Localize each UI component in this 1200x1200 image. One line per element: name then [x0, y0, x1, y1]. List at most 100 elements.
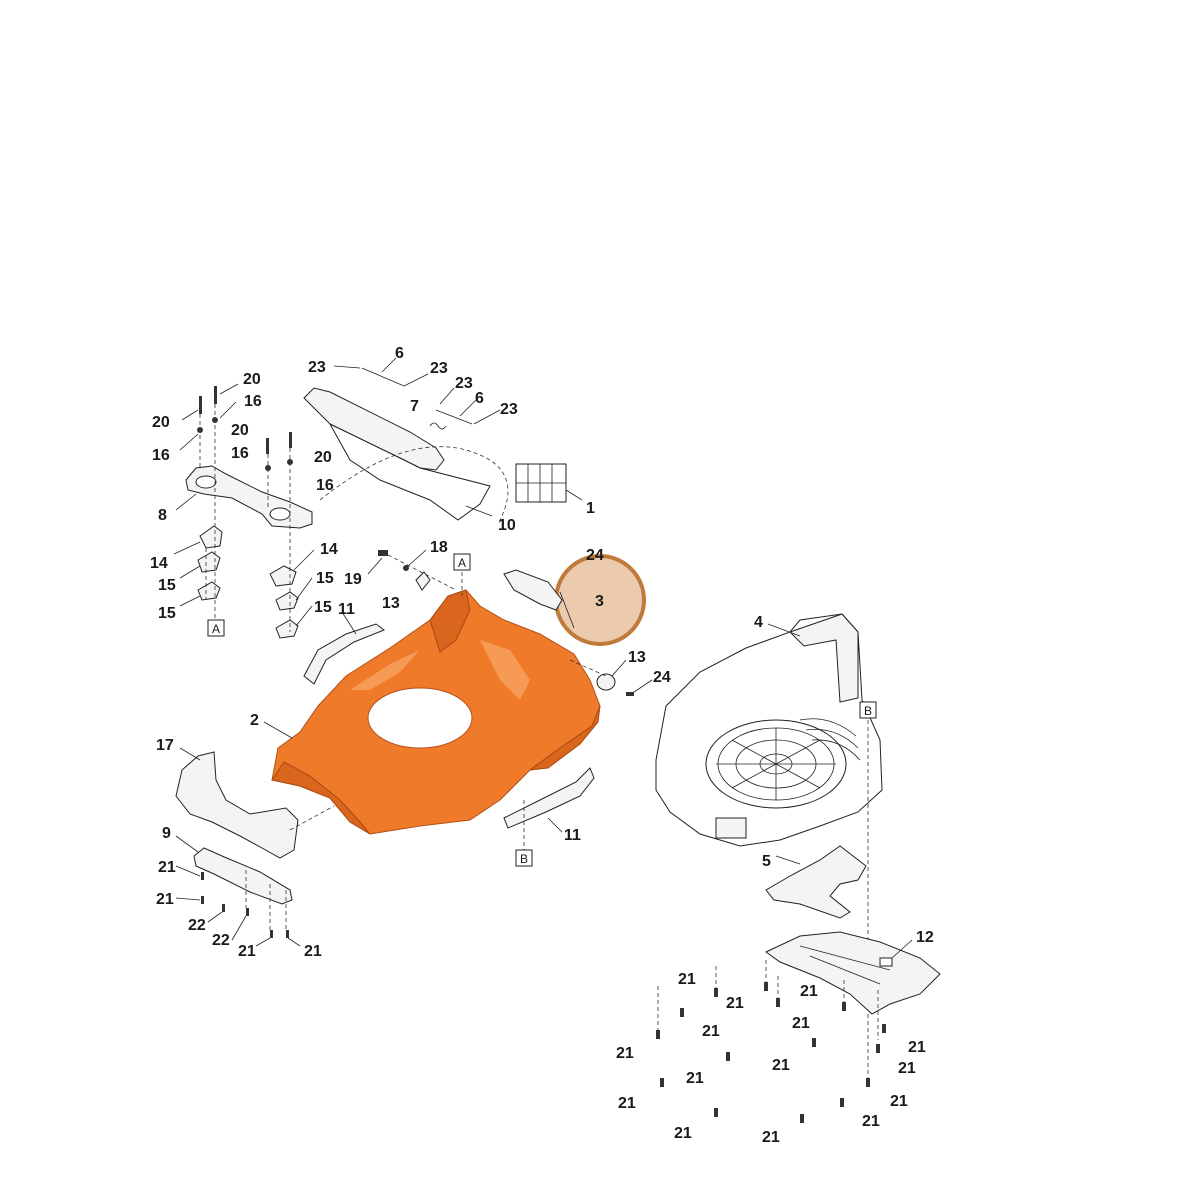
dash-17 [289, 805, 335, 831]
blade-9[interactable] [193, 847, 293, 905]
mower-deck-2[interactable] [271, 589, 601, 835]
callout-12[interactable]: 12 [916, 929, 934, 946]
callout-6a[interactable]: 6 [395, 345, 404, 362]
callout-19[interactable]: 19 [344, 571, 362, 588]
callout-23c[interactable]: 23 [455, 375, 473, 392]
dash-19 [387, 554, 457, 591]
callout-17[interactable]: 17 [156, 737, 174, 754]
blade-screws [201, 870, 289, 938]
callout-21c[interactable]: 21 [238, 943, 256, 960]
callout-21m[interactable]: 21 [898, 1060, 916, 1077]
clip-15c[interactable] [275, 591, 299, 611]
cover-plate-12[interactable] [765, 931, 941, 1015]
svg-text:B: B [520, 852, 528, 866]
callout-23d[interactable]: 23 [500, 401, 518, 418]
callout-21d[interactable]: 21 [304, 943, 322, 960]
callout-23b[interactable]: 23 [430, 360, 448, 377]
callout-22a[interactable]: 22 [188, 917, 206, 934]
callout-15b[interactable]: 15 [158, 605, 176, 622]
clip-15a[interactable] [197, 551, 221, 573]
callout-21l[interactable]: 21 [772, 1057, 790, 1074]
bushing-13b[interactable] [596, 673, 616, 691]
callout-11a[interactable]: 11 [338, 601, 355, 618]
screws-21-right [656, 960, 886, 1123]
screw-24b [626, 692, 634, 696]
rod-6a[interactable] [361, 367, 405, 387]
bolt-19 [378, 550, 388, 556]
callout-23a[interactable]: 23 [308, 359, 326, 376]
callout-15d[interactable]: 15 [314, 599, 332, 616]
callout-21o[interactable]: 21 [618, 1095, 636, 1112]
callout-15a[interactable]: 15 [158, 577, 176, 594]
callout-21s[interactable]: 21 [762, 1129, 780, 1146]
air-guide-5[interactable] [765, 845, 867, 919]
clip-14b[interactable] [269, 565, 297, 587]
callout-21n[interactable]: 21 [686, 1070, 704, 1087]
leader-lines [173, 357, 913, 959]
callout-21q[interactable]: 21 [862, 1113, 880, 1130]
fan-impeller [716, 718, 861, 801]
callout-20b[interactable]: 20 [243, 371, 261, 388]
callout-1[interactable]: 1 [586, 500, 595, 517]
callout-7[interactable]: 7 [410, 398, 419, 415]
callout-16d[interactable]: 16 [316, 477, 334, 494]
callout-21h[interactable]: 21 [702, 1023, 720, 1040]
callout-13a[interactable]: 13 [382, 595, 400, 612]
callout-21a[interactable]: 21 [158, 859, 176, 876]
callout-21r[interactable]: 21 [674, 1125, 692, 1142]
skid-rail-11a[interactable] [303, 623, 386, 685]
callout-3[interactable]: 3 [595, 593, 604, 610]
svg-text:B: B [864, 704, 872, 718]
skid-rail-11b[interactable] [503, 767, 595, 829]
callout-20c[interactable]: 20 [231, 422, 249, 439]
rear-flap-10[interactable] [303, 387, 491, 521]
callout-9[interactable]: 9 [162, 825, 171, 842]
callout-14b[interactable]: 14 [320, 541, 338, 558]
callout-2[interactable]: 2 [250, 712, 259, 729]
warning-label-1[interactable] [515, 463, 567, 503]
callouts: 23 6 23 23 6 7 23 20 16 20 16 20 16 20 1… [150, 345, 934, 1146]
ref-box-a1: A [207, 619, 225, 637]
ref-box-b1: B [515, 849, 533, 867]
callout-16c[interactable]: 16 [231, 445, 249, 462]
callout-21e[interactable]: 21 [678, 971, 696, 988]
callout-21g[interactable]: 21 [800, 983, 818, 1000]
callout-22b[interactable]: 22 [212, 932, 230, 949]
callout-21i[interactable]: 21 [792, 1015, 810, 1032]
callout-6b[interactable]: 6 [475, 390, 484, 407]
ref-box-b2: B [859, 701, 877, 719]
callout-8[interactable]: 8 [158, 507, 167, 524]
svg-text:A: A [458, 556, 466, 570]
callout-20d[interactable]: 20 [314, 449, 332, 466]
callout-24b[interactable]: 24 [653, 669, 671, 686]
callout-21f[interactable]: 21 [726, 995, 744, 1012]
spring-7[interactable] [429, 422, 447, 430]
flap-swing-arc [319, 446, 509, 521]
hinge-bracket-8[interactable] [185, 465, 313, 529]
callout-5[interactable]: 5 [762, 853, 771, 870]
callout-4[interactable]: 4 [754, 614, 763, 631]
callout-21k[interactable]: 21 [908, 1039, 926, 1056]
callout-18[interactable]: 18 [430, 539, 448, 556]
callout-21b[interactable]: 21 [156, 891, 174, 908]
discharge-chute-17[interactable] [175, 751, 299, 859]
bracket-3[interactable] [503, 569, 575, 629]
fan-housing-4[interactable] [655, 613, 883, 847]
clip-13a[interactable] [415, 571, 431, 591]
callout-24a[interactable]: 24 [586, 547, 604, 564]
clip-15b[interactable] [197, 581, 221, 601]
callout-21p[interactable]: 21 [890, 1093, 908, 1110]
callout-15c[interactable]: 15 [316, 570, 334, 587]
callout-20a[interactable]: 20 [152, 414, 170, 431]
callout-16b[interactable]: 16 [244, 393, 262, 410]
clip-15d[interactable] [275, 619, 299, 639]
callout-16a[interactable]: 16 [152, 447, 170, 464]
callout-11b[interactable]: 11 [564, 827, 581, 844]
callout-14a[interactable]: 14 [150, 555, 168, 572]
callout-21j[interactable]: 21 [616, 1045, 634, 1062]
rod-6b[interactable] [435, 409, 473, 425]
callout-10[interactable]: 10 [498, 517, 516, 534]
clip-14a[interactable] [199, 525, 223, 549]
svg-text:A: A [212, 622, 220, 636]
callout-13b[interactable]: 13 [628, 649, 646, 666]
